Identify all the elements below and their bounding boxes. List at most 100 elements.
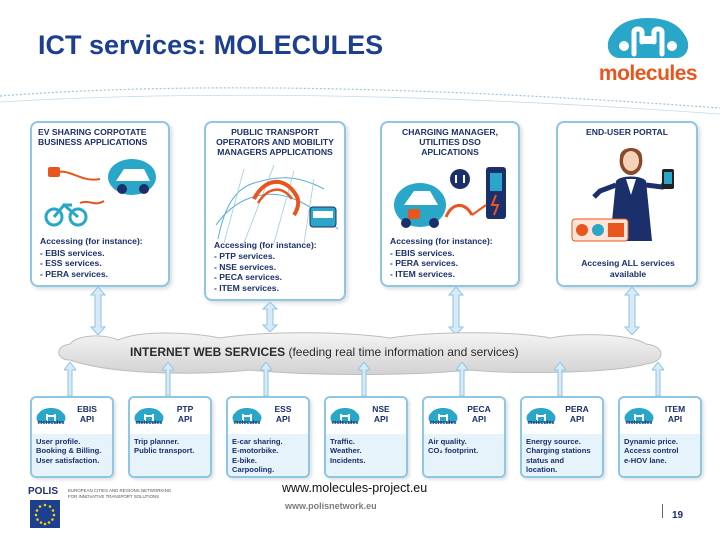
polis-network-link[interactable]: www.polisnetwork.eu [285,501,377,511]
access-item: - ITEM services. [390,268,455,279]
molecules-logo-icon [330,408,360,423]
panel-charging-manager: CHARGING MANAGER, UTILITIES DSO APLICATI… [380,121,520,287]
up-arrow-icon [456,362,468,396]
api-name-line: ESS [274,404,292,414]
panel-end-user-portal: END-USER PORTAL Accesing ALL services av… [556,121,698,287]
up-arrow-icon [358,362,370,396]
cloud-caption-rest: (feeding real time information and servi… [285,345,519,359]
up-arrow-icon [64,362,76,396]
access-item: - NSE services. [214,261,277,272]
api-line: Weather. [330,446,362,456]
header-swoosh [0,87,720,115]
molecules-logo-icon [428,408,458,423]
logo-wordmark: molecules [598,62,698,85]
double-arrow-icon [262,302,278,332]
slide-title: ICT services: MOLECULES [38,30,384,60]
up-arrow-icon [260,362,272,396]
api-name-line: PECA [467,404,491,414]
charging-station-icon [394,167,506,228]
polis-tagline-line: FOR INNOVATIVE TRANSPORT SOLUTIONS [68,494,160,499]
api-line: User profile. [36,437,81,446]
api-description: User profile. Booking & Billing. User sa… [32,434,112,476]
api-suffix: API [471,414,487,424]
api-mini-wordmark: molecules [625,420,653,426]
api-name-line: NSE [372,404,390,414]
panel-public-transport: PUBLIC TRANSPORT OPERATORS AND MOBILITY … [204,121,346,301]
page-number: 19 [672,510,684,521]
api-description: Air quality. CO₂ footprint. [424,434,504,476]
access-item: - EBIS services. [40,247,105,258]
panel-title-line: OPERATORS AND MOBILITY [216,137,334,147]
api-line: Carpooling. [232,465,275,475]
molecules-logo: molecules [598,14,698,88]
api-suffix: API [569,414,585,424]
access-head: Accessing (for instance): [390,236,493,246]
eu-flag-icon [30,500,60,528]
project-url-link[interactable]: www.molecules-project.eu [282,481,428,495]
panel-title-line: APLICATIONS [421,147,479,157]
api-line: Incidents. [330,455,366,465]
panel-title: END-USER PORTAL [564,127,690,137]
access-item: - PERA services. [390,258,458,268]
access-head: Accessing (for instance): [214,239,317,250]
panel-title: CHARGING MANAGER, UTILITIES DSO APLICATI… [388,127,512,157]
panel-access: Accessing (for instance): - EBIS service… [40,236,162,279]
api-line: E-car sharing. [232,437,283,446]
api-name-line: ITEM [664,404,686,414]
api-line: Traffic. [330,437,355,446]
cloud-caption-bold: INTERNET WEB SERVICES [130,345,286,359]
api-line: User satisfaction. [36,455,100,465]
api-description: Energy source. Charging stations status … [522,434,602,476]
internet-cloud [58,332,662,375]
up-arrow-icon [652,362,664,396]
api-suffix: API [275,414,291,424]
access-head: Accessing (for instance): [40,236,143,246]
api-line: Access control [624,446,679,456]
polis-tagline: EUROPEAN CITIES AND REGIONS NETWORKING F… [68,488,184,500]
api-mini-wordmark: molecules [135,420,163,426]
api-line: Dynamic price. [624,437,679,446]
api-name-line: PERA [565,404,589,414]
api-mini-wordmark: molecules [331,420,359,426]
access-item: - ESS services. [40,258,102,268]
panel-title-line: EV SHARING CORPOTATE [38,127,147,137]
woman-with-phone-icon [571,148,674,242]
page-number-divider [662,504,663,518]
double-arrow-icon [624,287,640,335]
panel-title: EV SHARING CORPOTATE BUSINESS APPLICATIO… [38,127,162,147]
panel-ev-sharing: EV SHARING CORPOTATE BUSINESS APPLICATIO… [30,121,170,287]
api-suffix: API [667,414,683,424]
access-item: available [609,268,647,279]
api-description: E-car sharing. E-motorbike. E-bike. Carp… [228,434,308,476]
access-item: - EBIS services. [390,247,455,258]
api-name-line: PTP [176,404,194,414]
api-mini-wordmark: molecules [429,420,457,426]
api-line: E-bike. [232,455,257,465]
api-line: Air quality. [428,437,467,446]
panel-access: Accessing (for instance): - PTP services… [214,240,338,294]
panel-title-line: UTILITIES DSO [419,137,481,147]
molecules-logo-icon [607,18,689,58]
molecules-logo-icon [232,408,262,423]
api-suffix: API [177,414,193,424]
panel-title-line: PUBLIC TRANSPORT [231,127,319,137]
polis-wordmark: POLIS [28,486,59,497]
molecules-logo-icon [134,408,164,423]
panel-title-line: CHARGING MANAGER, [402,127,498,137]
panel-title-line: BUSINESS APPLICATIONS [38,137,148,147]
